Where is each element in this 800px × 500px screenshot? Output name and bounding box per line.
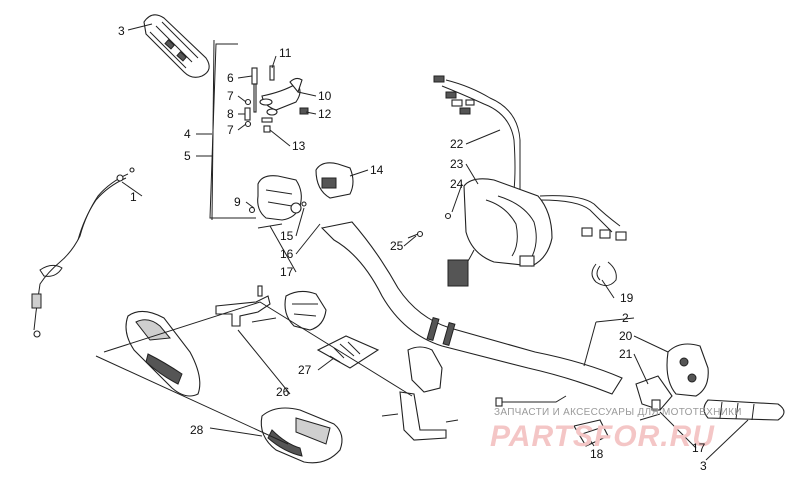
leader-lines xyxy=(95,23,749,461)
watermark: ЗАПЧАСТИ И АКСЕССУАРЫ ДЛЯ МОТОТЕХНИКИ PA… xyxy=(490,407,742,453)
callout-7-lower: 7 xyxy=(227,123,234,137)
callout-19: 19 xyxy=(620,291,634,305)
callout-16: 16 xyxy=(280,247,294,261)
callout-5: 5 xyxy=(184,149,191,163)
callout-14: 14 xyxy=(370,163,384,177)
assembly-bracket-lines xyxy=(209,39,256,221)
callout-24: 24 xyxy=(450,177,464,191)
callout-10: 10 xyxy=(318,89,332,103)
left-grip xyxy=(143,14,210,78)
callout-7-upper: 7 xyxy=(227,89,234,103)
handguard-mounting-hardware xyxy=(215,285,459,441)
throttle-cable xyxy=(31,167,135,338)
callout-8: 8 xyxy=(227,107,234,121)
callout-25: 25 xyxy=(390,239,404,253)
right-handguard xyxy=(260,407,343,464)
callout-1: 1 xyxy=(130,190,137,204)
callout-23: 23 xyxy=(450,157,464,171)
callout-28: 28 xyxy=(190,423,204,437)
callout-2: 2 xyxy=(622,311,629,325)
callout-17-left: 17 xyxy=(280,265,294,279)
watermark-caption: ЗАПЧАСТИ И АКСЕССУАРЫ ДЛЯ МОТОТЕХНИКИ xyxy=(494,407,742,418)
right-switch-housing xyxy=(407,178,553,267)
retaining-clip xyxy=(591,261,617,286)
callout-22: 22 xyxy=(450,137,464,151)
callout-3-left-grip: 3 xyxy=(118,24,125,38)
callout-11: 11 xyxy=(279,46,292,60)
right-grip xyxy=(703,399,785,421)
callout-4: 4 xyxy=(184,127,191,141)
callout-3-right-grip: 3 xyxy=(700,459,707,473)
callout-21: 21 xyxy=(619,347,633,361)
callout-labels: 3 1 4 5 6 7 8 7 11 10 12 13 14 9 15 16 1… xyxy=(118,24,707,473)
right-control-assembly xyxy=(495,343,709,447)
throttle-lever-assembly xyxy=(244,65,309,133)
callout-9: 9 xyxy=(234,195,241,209)
callout-6: 6 xyxy=(227,71,234,85)
callout-20: 20 xyxy=(619,329,633,343)
callout-27: 27 xyxy=(298,363,312,377)
callout-17-right: 17 xyxy=(692,441,706,455)
handlebar xyxy=(320,221,623,395)
wiring-harness xyxy=(433,75,627,287)
left-switch-housing xyxy=(248,162,354,229)
callout-12: 12 xyxy=(318,107,332,121)
callout-13: 13 xyxy=(292,139,306,153)
callout-26: 26 xyxy=(276,385,290,399)
callout-18: 18 xyxy=(590,447,604,461)
left-handguard xyxy=(125,310,201,397)
watermark-logo: PARTSFOR.RU xyxy=(490,420,715,453)
callout-15: 15 xyxy=(280,229,294,243)
